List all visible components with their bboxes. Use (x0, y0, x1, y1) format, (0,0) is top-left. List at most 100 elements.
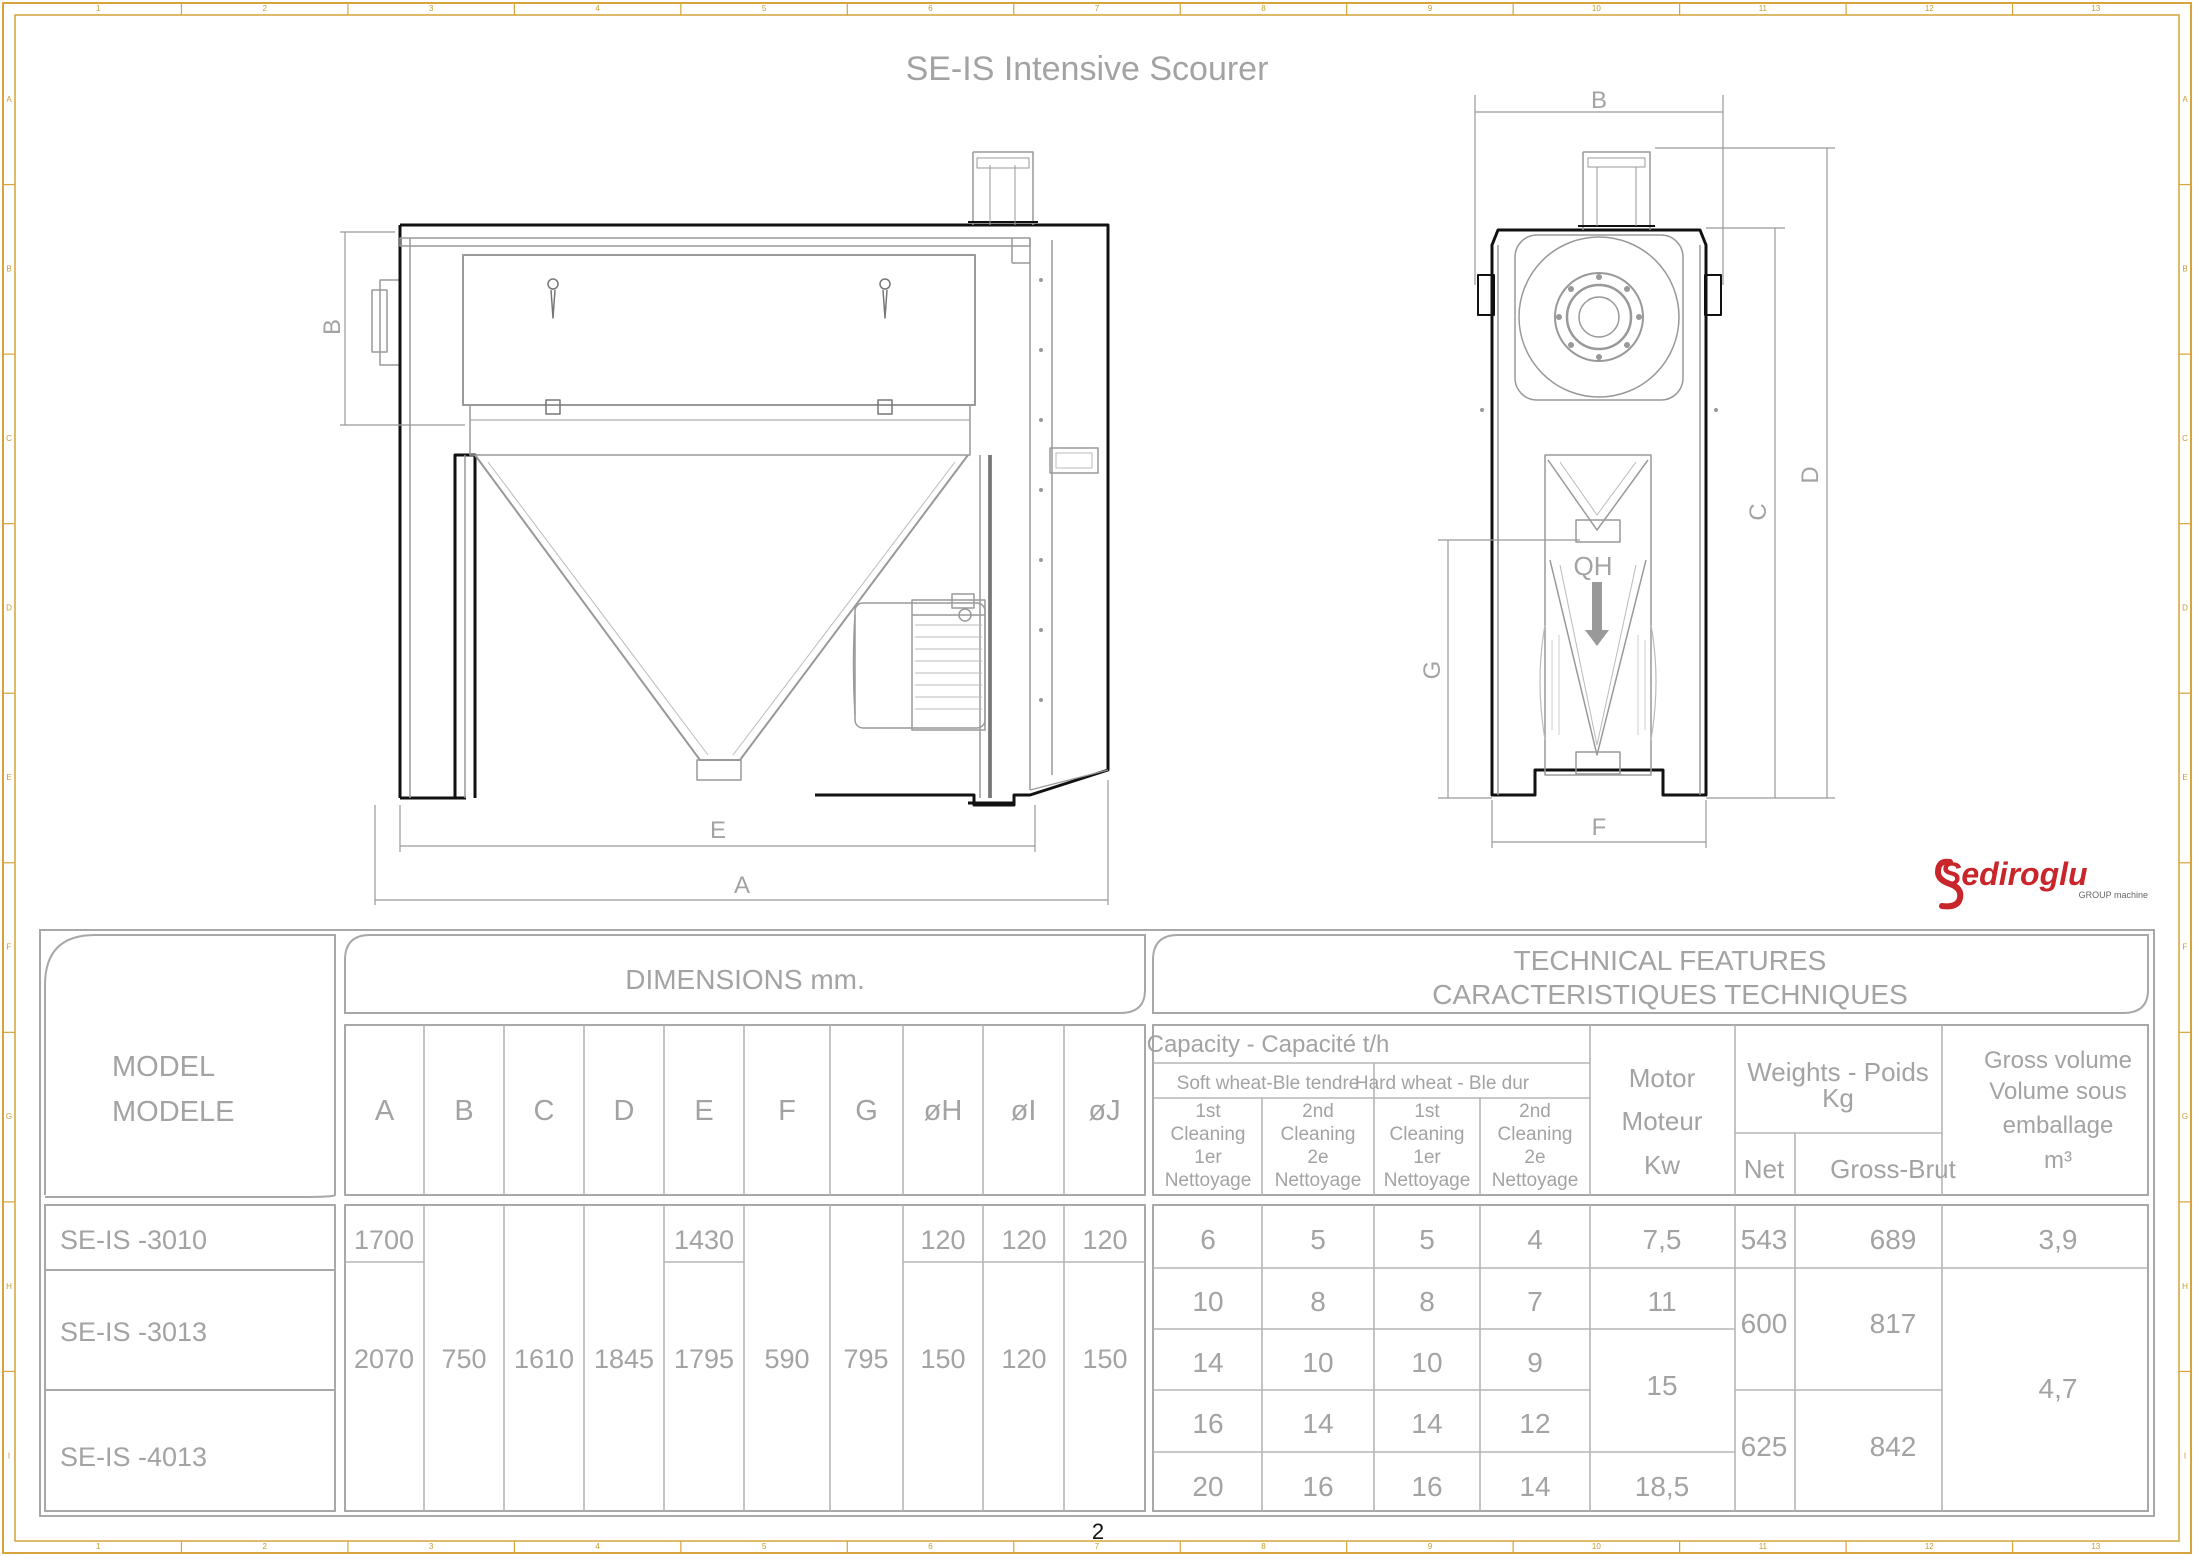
drawing-title: SE-IS Intensive Scourer (906, 50, 1269, 88)
cleaning-header-2-1: Cleaning (1390, 1124, 1465, 1145)
weights-header-unit: Kg (1822, 1083, 1854, 1113)
side-dim-b-label: B (1591, 87, 1607, 114)
cleaning-header-3-2: 2e (1524, 1147, 1545, 1168)
ruler-label-left-F: F (7, 943, 12, 952)
cleaning-header-2-3: Nettoyage (1384, 1170, 1471, 1191)
side-qh-label: QH (1574, 551, 1613, 581)
ruler-label-right-G: G (2182, 1112, 2188, 1121)
ruler-label-right-A: A (2182, 95, 2188, 104)
cleaning-headers: 1stCleaning1erNettoyage2ndCleaning2eNett… (1165, 1101, 1579, 1191)
ruler-label-top-6: 6 (928, 4, 933, 13)
capacity-cell-2-3: 9 (1527, 1347, 1543, 1378)
ruler-label-top-12: 12 (1925, 4, 1934, 13)
front-view-drawing (371, 151, 1110, 807)
cleaning-header-2-2: 1er (1413, 1147, 1441, 1168)
dim-col-header-G: G (855, 1095, 878, 1127)
capacity-cell-3-0: 16 (1192, 1408, 1223, 1439)
table-frame (39, 929, 2155, 1517)
ruler-label-top-9: 9 (1428, 4, 1433, 13)
table-grid-lines (345, 1025, 2148, 1511)
ruler-label-left-H: H (6, 1282, 12, 1291)
side-dim-g-label: G (1419, 661, 1446, 680)
gross-volume-header-3: emballage (2003, 1112, 2114, 1139)
ruler-label-right-I: I (2184, 1451, 2186, 1460)
spec-table: MODEL MODELE DIMENSIONS mm. TECHNICAL FE… (39, 929, 2155, 1517)
capacity-cell-0-2: 5 (1419, 1224, 1435, 1255)
ruler-label-top-8: 8 (1261, 4, 1266, 13)
front-dim-b-label: B (319, 319, 346, 335)
capacity-cell-1-3: 7 (1527, 1286, 1543, 1317)
side-dim-d-label: D (1797, 466, 1824, 483)
motor-header-en: Motor (1629, 1063, 1696, 1093)
capacity-cell-0-1: 5 (1310, 1224, 1326, 1255)
capacity-cell-0-0: 6 (1200, 1224, 1216, 1255)
cleaning-header-0-1: Cleaning (1171, 1124, 1246, 1145)
model-name-4013: SE-IS -4013 (60, 1442, 207, 1472)
brand-logo: Sediroglu GROUP machine (1934, 856, 2148, 910)
cleaning-header-3-3: Nettoyage (1492, 1170, 1579, 1191)
ruler-label-bottom-13: 13 (2091, 1542, 2100, 1551)
side-dimension-lines (1438, 95, 1835, 848)
dim-b-shared: 750 (441, 1344, 486, 1374)
dim-e-shared: 1795 (674, 1344, 734, 1374)
dim-col-header-øH: øH (924, 1095, 963, 1127)
brand-sub: GROUP machine (2079, 890, 2148, 900)
capacity-cell-2-1: 10 (1302, 1347, 1333, 1378)
ruler-label-top-10: 10 (1592, 4, 1601, 13)
net-value-2: 625 (1741, 1431, 1788, 1462)
ruler-label-right-B: B (2182, 264, 2187, 273)
capacity-cell-1-0: 10 (1192, 1286, 1223, 1317)
hard-wheat-header: Hard wheat - Ble dur (1355, 1073, 1530, 1094)
front-hopper (474, 454, 969, 761)
cleaning-header-3-0: 2nd (1519, 1101, 1551, 1122)
ruler-label-bottom-3: 3 (429, 1542, 434, 1551)
side-dim-c-label: C (1745, 503, 1772, 520)
front-outline (398, 223, 1110, 807)
ruler-label-bottom-1: 1 (96, 1542, 101, 1551)
gross-value-1: 817 (1870, 1308, 1917, 1339)
cleaning-header-3-1: Cleaning (1498, 1124, 1573, 1145)
front-dim-a-label: A (734, 872, 750, 899)
weights-header-en: Weights - Poids (1747, 1057, 1929, 1087)
dim-col-header-C: C (534, 1095, 555, 1127)
capacity-cell-3-1: 14 (1302, 1408, 1333, 1439)
capacity-cell-4-1: 16 (1302, 1471, 1333, 1502)
page-number: 2 (1092, 1519, 1104, 1544)
cleaning-header-1-1: Cleaning (1281, 1124, 1356, 1145)
gross-value-2: 842 (1870, 1431, 1917, 1462)
cleaning-header-1-2: 2e (1307, 1147, 1328, 1168)
net-value-1: 600 (1741, 1308, 1788, 1339)
ruler-label-bottom-9: 9 (1428, 1542, 1433, 1551)
ruler-label-top-4: 4 (595, 4, 600, 13)
dim-i-shared: 120 (1001, 1344, 1046, 1374)
ruler-label-bottom-8: 8 (1261, 1542, 1266, 1551)
cleaning-header-0-0: 1st (1195, 1101, 1221, 1122)
side-outline (1490, 228, 1708, 797)
ruler-label-right-D: D (2182, 604, 2188, 613)
ruler-label-right-F: F (2183, 943, 2188, 952)
ruler-label-bottom-10: 10 (1592, 1542, 1601, 1551)
ruler-label-left-G: G (6, 1112, 12, 1121)
ruler-label-right-E: E (2182, 773, 2187, 782)
ruler-label-top-13: 13 (2091, 4, 2100, 13)
ruler-label-bottom-6: 6 (928, 1542, 933, 1551)
motor-value-0: 7,5 (1643, 1224, 1682, 1255)
side-view-drawing (1477, 151, 1722, 797)
gross-value-0: 689 (1870, 1224, 1917, 1255)
front-dim-e-label: E (710, 817, 726, 844)
ruler-label-bottom-12: 12 (1925, 1542, 1934, 1551)
dim-col-header-øJ: øJ (1088, 1095, 1120, 1127)
dim-col-header-øI: øI (1011, 1095, 1037, 1127)
motor-value-1: 11 (1647, 1286, 1676, 1317)
capacity-cell-2-0: 14 (1192, 1347, 1223, 1378)
dim-h-shared: 150 (920, 1344, 965, 1374)
net-header: Net (1744, 1154, 1785, 1184)
dim-col-header-A: A (375, 1095, 395, 1127)
motor-value-3: 18,5 (1635, 1471, 1690, 1502)
volume-value-1: 4,7 (2039, 1373, 2078, 1404)
ruler-label-left-I: I (8, 1451, 10, 1460)
front-motor (852, 593, 986, 731)
